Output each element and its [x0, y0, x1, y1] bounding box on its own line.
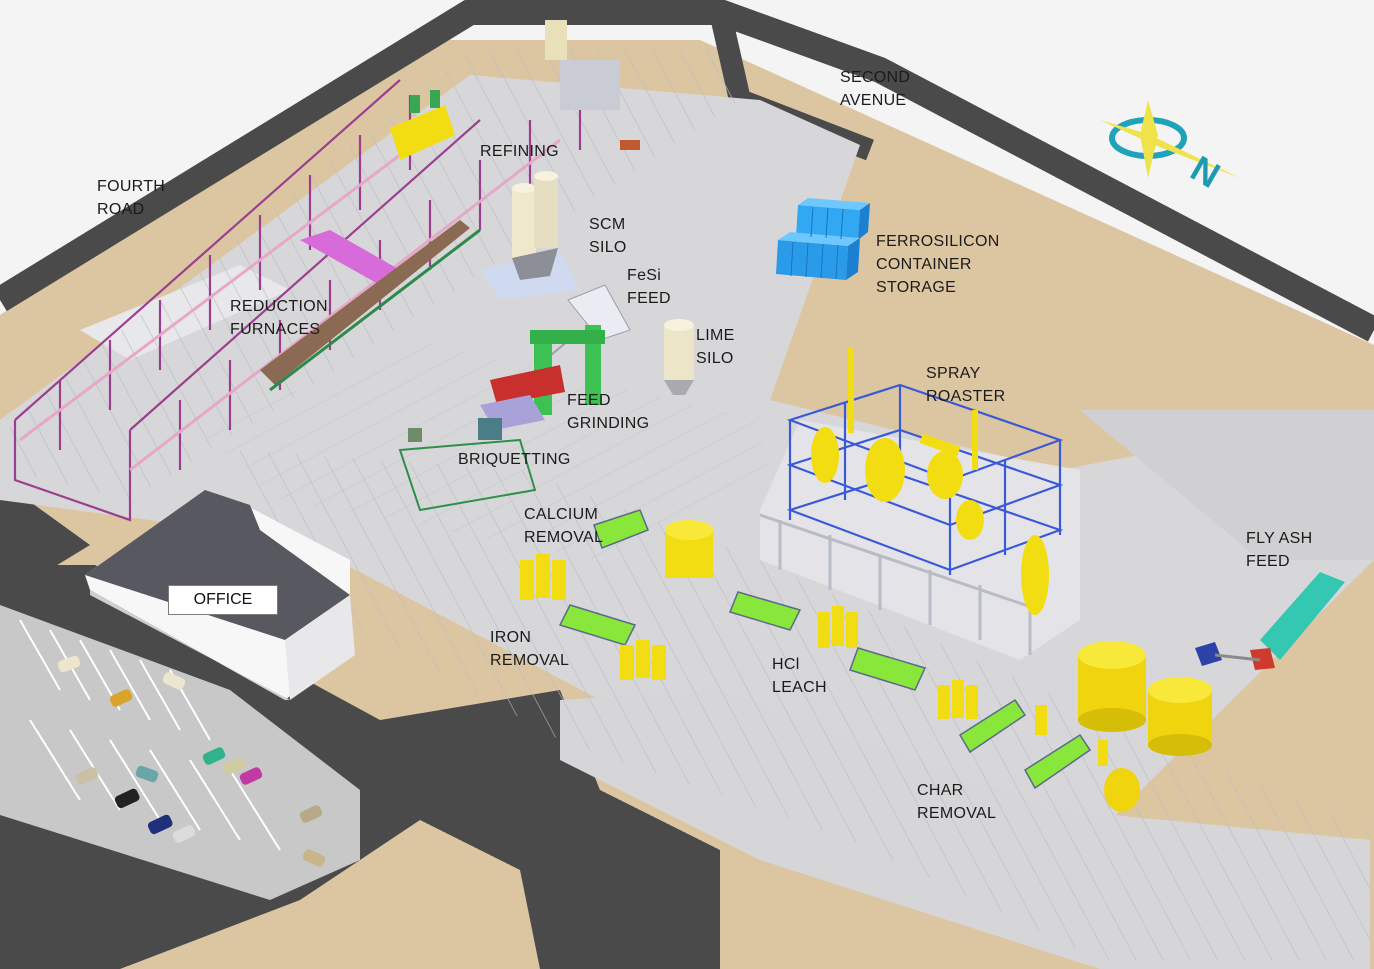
reduction-furnace-unit	[300, 230, 400, 285]
yellow-storage-tanks	[1078, 641, 1212, 812]
reduction-furnace-rail	[269, 228, 481, 392]
reduction-furnace-bed	[260, 220, 470, 385]
ferrosilicon-containers	[776, 198, 870, 280]
lime-silo	[664, 319, 694, 395]
pink-crane-beams	[19, 138, 561, 472]
spray-roaster-building	[759, 348, 1080, 660]
refining-equipment	[390, 20, 640, 160]
concrete-pad-right	[1080, 410, 1374, 560]
char-removal-equipment	[938, 680, 1108, 790]
iron-removal-equipment	[558, 604, 666, 680]
parking-stripes	[19, 619, 281, 851]
road-lower-left	[0, 480, 90, 600]
parking-lot	[0, 605, 360, 900]
label-refining: REFINING	[480, 143, 559, 160]
fly-ash-feed-equipment	[1195, 572, 1345, 670]
label-office: OFFICE	[168, 585, 278, 615]
feed-grinding-equipment	[480, 325, 605, 430]
parked-cars	[57, 655, 326, 867]
hcl-leach-equipment	[728, 591, 927, 691]
briquetting-equipment	[398, 418, 537, 512]
calcium-removal-equipment	[520, 509, 713, 600]
label-briquetting: BRIQUETTING	[458, 451, 571, 468]
scm-silo	[480, 171, 580, 300]
